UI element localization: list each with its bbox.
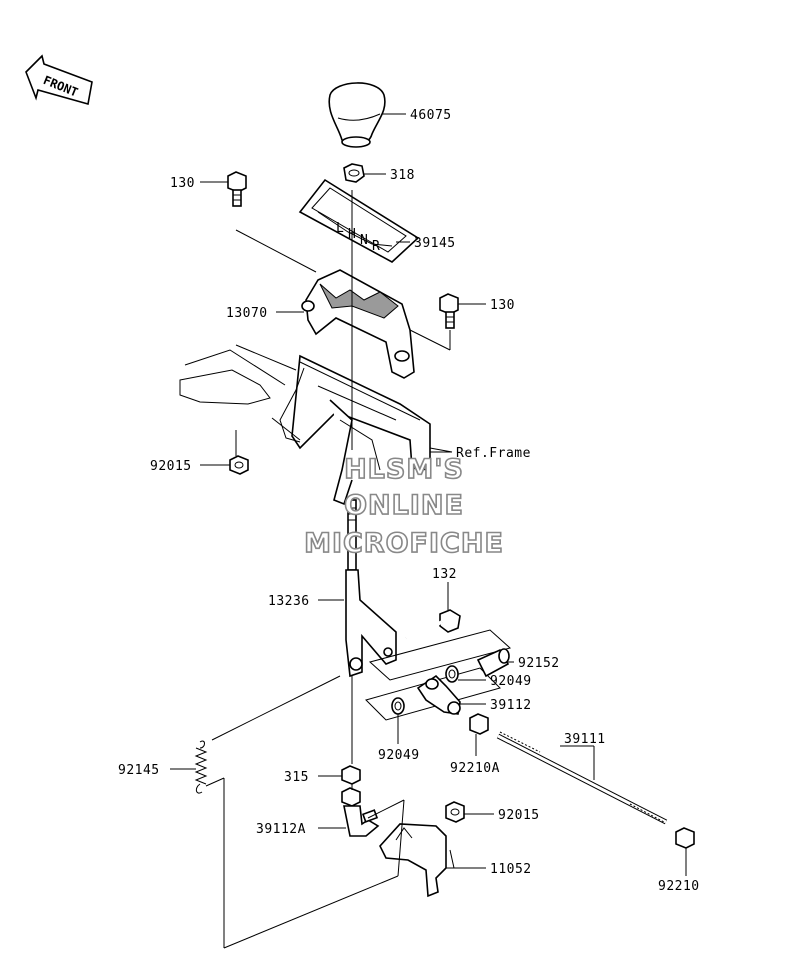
- frame-reference: [179, 344, 453, 506]
- callout-39145: 39145: [414, 236, 456, 251]
- lever-arm-39112: [416, 674, 461, 715]
- callout-130-left: 130: [170, 176, 195, 191]
- gate-letter-r: R: [372, 239, 380, 254]
- callout-92210a: 92210A: [450, 761, 500, 776]
- nut-92015-lower: [445, 801, 465, 823]
- nut-92210a: [469, 713, 489, 735]
- washer-92049-upper: [445, 665, 459, 683]
- callout-13070: 13070: [226, 306, 268, 321]
- callout-318: 318: [390, 168, 415, 183]
- gate-letter-n: N: [360, 233, 368, 248]
- bolt-130-right: [439, 293, 459, 329]
- watermark-line-3: MICROFICHE: [304, 528, 504, 559]
- rod-end-39112a: [341, 787, 380, 837]
- callout-39112a: 39112A: [256, 822, 306, 837]
- nut-318: [343, 163, 365, 183]
- bolt-130-left: [227, 171, 247, 207]
- shift-knob: [328, 82, 386, 148]
- front-arrow-icon: FRONT: [25, 54, 93, 106]
- washer-92049-lower: [391, 697, 405, 715]
- callout-92210: 92210: [658, 879, 700, 894]
- callout-39112: 39112: [490, 698, 532, 713]
- watermark: HLSM'S ONLINE MICROFICHE: [303, 453, 504, 560]
- bracket-11052: [379, 823, 455, 898]
- callout-92049-lower: 92049: [378, 748, 420, 763]
- nut-92015-left: [229, 455, 249, 475]
- callout-39111: 39111: [564, 732, 606, 747]
- callout-ref-frame: Ref.Frame: [456, 446, 531, 461]
- callout-132: 132: [432, 567, 457, 582]
- gate-letter-l: L: [336, 221, 344, 236]
- leader-lines: [170, 113, 687, 876]
- callout-92152: 92152: [518, 656, 560, 671]
- collar-92152: [476, 648, 510, 678]
- watermark-line-2: ONLINE: [344, 490, 464, 521]
- callout-11052: 11052: [490, 862, 532, 877]
- callout-315: 315: [284, 770, 309, 785]
- spring-92145: [194, 740, 208, 794]
- bolt-132: [405, 609, 461, 640]
- nut-92210: [675, 827, 695, 849]
- assembly-lines: [205, 229, 477, 949]
- nut-315: [341, 765, 361, 785]
- callout-92049-upper: 92049: [490, 674, 532, 689]
- shift-gate-plate: L H N R: [298, 178, 420, 263]
- callout-92145: 92145: [118, 763, 160, 778]
- callout-92015-left: 92015: [150, 459, 192, 474]
- pivot-plates: [365, 629, 512, 721]
- watermark-line-1: HLSM'S: [344, 454, 464, 485]
- shift-lever: [345, 190, 397, 678]
- callout-130-right: 130: [490, 298, 515, 313]
- rod-39111: [496, 731, 668, 825]
- callout-46075: 46075: [410, 108, 452, 123]
- shift-housing: [301, 269, 415, 379]
- callout-13236: 13236: [268, 594, 310, 609]
- callout-92015-lower: 92015: [498, 808, 540, 823]
